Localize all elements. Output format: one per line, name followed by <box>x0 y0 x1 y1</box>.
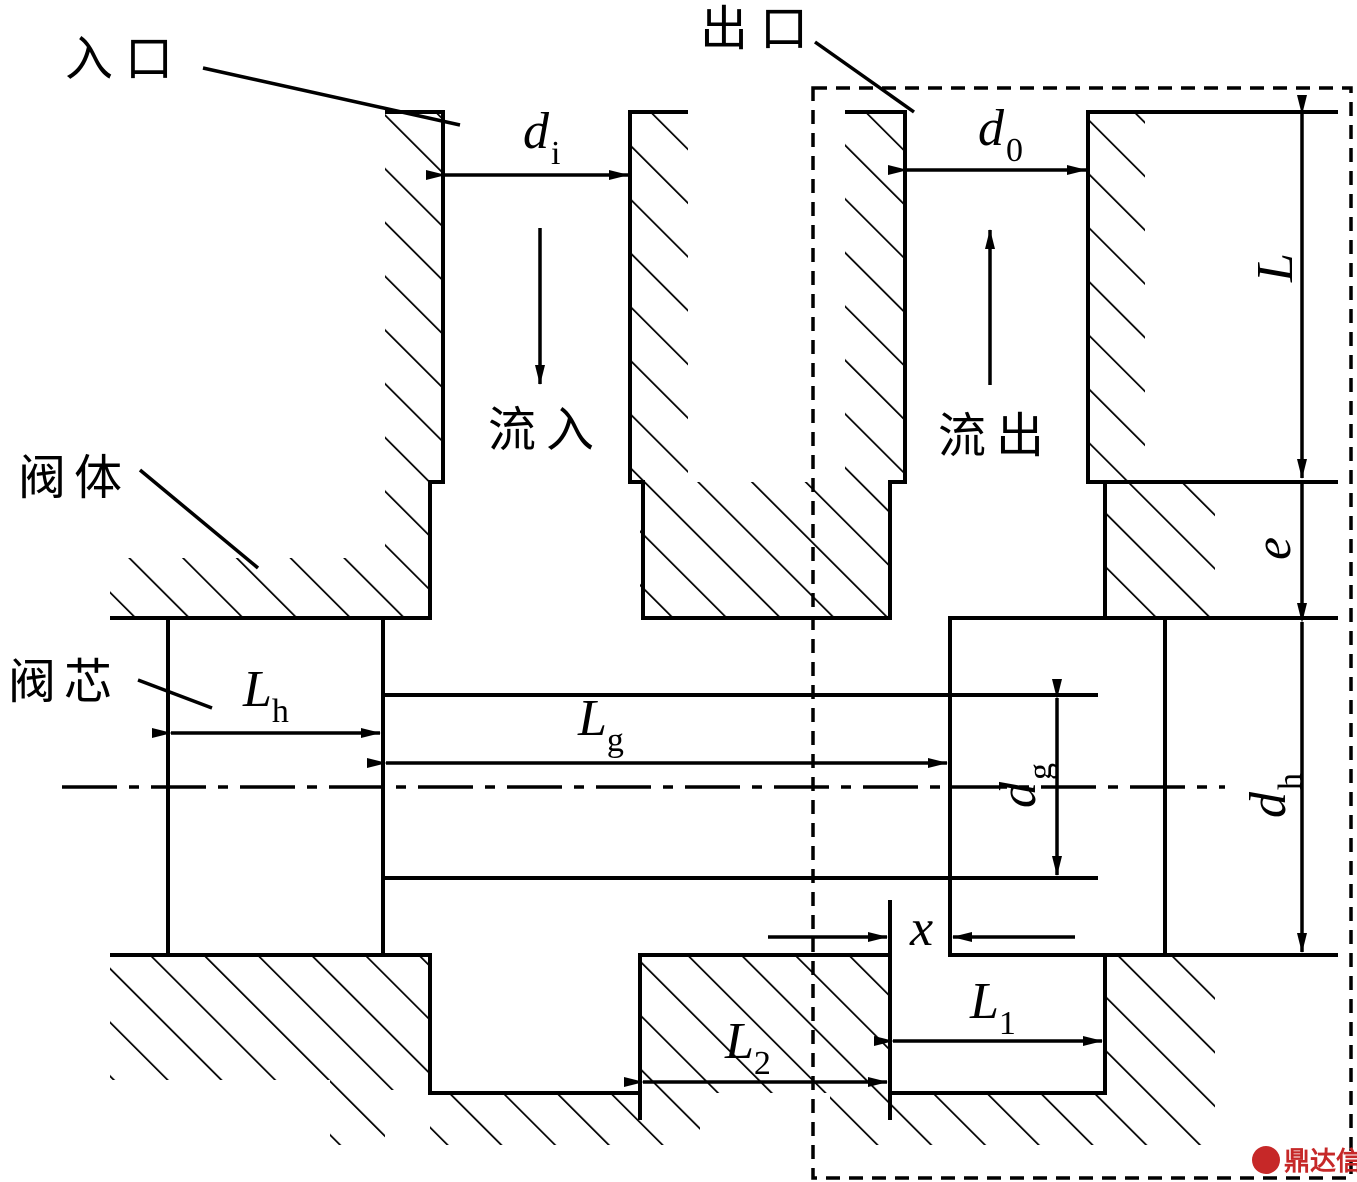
dim-L2: L2 <box>724 1013 771 1082</box>
dim-e: e <box>1245 537 1302 560</box>
watermark-logo: 鼎达信 <box>1252 1146 1357 1177</box>
inlet-label: 入口 <box>65 31 185 87</box>
valve-core-label: 阀芯 <box>8 654 120 710</box>
dim-Lg: Lg <box>577 690 624 759</box>
dim-di: di <box>523 103 560 172</box>
watermark-text: 鼎达信 <box>1284 1147 1357 1177</box>
dim-dg: dg <box>990 763 1059 808</box>
dim-L1: L1 <box>969 973 1016 1042</box>
flow-in-label: 流入 <box>488 402 604 458</box>
dim-L: L <box>1247 253 1304 283</box>
valve-body-label: 阀体 <box>18 450 130 506</box>
outlet-label: 出口 <box>700 1 820 57</box>
dim-Lh: Lh <box>242 661 289 730</box>
valve-body-hatching <box>110 112 1215 1145</box>
control-volume-box <box>811 86 1353 1180</box>
valve-body-outline <box>110 110 1338 1120</box>
dim-dh: dh <box>1240 773 1309 818</box>
flow-out-label: 流出 <box>938 408 1054 464</box>
dim-d0: d0 <box>978 100 1023 169</box>
leader-lines <box>137 40 916 710</box>
dimension-lines <box>152 95 1307 1087</box>
dim-x: x <box>909 900 933 957</box>
